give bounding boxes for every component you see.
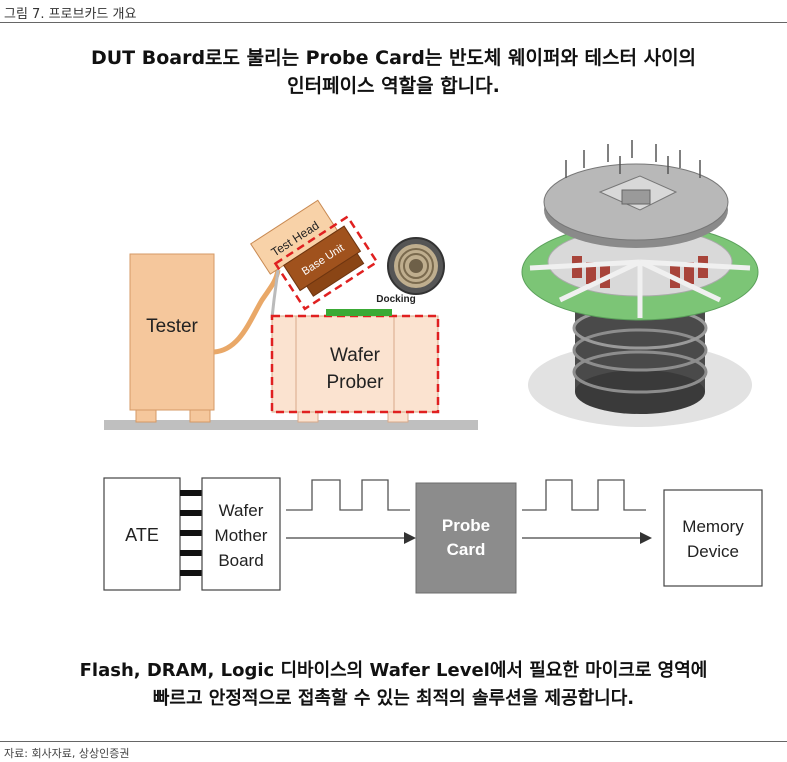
signal-flow-diagram: ATE Wafer Mother Board Probe Card Memory… xyxy=(103,477,763,594)
closeup-ring-2 xyxy=(398,248,434,284)
source-note: 자료: 회사자료, 상상인증권 xyxy=(4,747,130,760)
spoke-3 xyxy=(558,259,642,303)
connector-1 xyxy=(180,490,202,496)
spoke-2 xyxy=(639,259,751,271)
ate-box xyxy=(103,477,181,591)
tester-foot-left xyxy=(135,409,157,423)
memory-device-label-2: Device xyxy=(687,542,739,561)
test-setup-illustration: Tester Wafer Prober Docking Test Head Ba… xyxy=(104,199,478,430)
headline-line-1: DUT Board로도 불리는 Probe Card는 반도체 웨이퍼와 테스터… xyxy=(90,47,697,69)
arrow-head-2 xyxy=(640,532,652,544)
pulse-waveform-2 xyxy=(522,479,646,511)
top-divider xyxy=(0,22,787,23)
base-unit-dashed-outline xyxy=(273,215,379,311)
spring-5 xyxy=(684,262,694,284)
tester-box xyxy=(129,253,215,411)
tester-cable xyxy=(213,269,281,355)
column-ring-2 xyxy=(572,328,708,372)
memory-device-box xyxy=(663,489,763,587)
support-arm xyxy=(270,269,280,319)
arrow-head-1 xyxy=(404,532,416,544)
base-unit-lower xyxy=(306,252,365,297)
docking-label: Docking xyxy=(376,294,415,305)
closeup-center xyxy=(409,259,423,273)
probe-card-closeup xyxy=(387,237,445,295)
bottom-description: Flash, DRAM, Logic 디바이스의 Wafer Level에서 필… xyxy=(0,657,787,713)
connector-5 xyxy=(180,570,202,576)
wafer-prober-label-2: Prober xyxy=(326,372,384,393)
column-ring-1 xyxy=(572,350,708,394)
connector-2 xyxy=(180,510,202,516)
spring-2 xyxy=(586,262,596,284)
probe-card-box xyxy=(415,482,517,594)
connector-3 xyxy=(180,530,202,536)
tester-foot-right xyxy=(189,409,211,423)
pin-array xyxy=(565,140,701,178)
probe-card-render xyxy=(520,140,760,440)
connector-array xyxy=(180,490,202,576)
headline: DUT Board로도 불리는 Probe Card는 반도체 웨이퍼와 테스터… xyxy=(0,44,787,100)
spoke-array xyxy=(529,259,751,318)
docking-plate xyxy=(326,309,392,316)
closeup-ring-3 xyxy=(403,253,429,279)
probe-card-label-1: Probe xyxy=(442,516,490,535)
wmb-label-2: Mother xyxy=(215,526,268,545)
top-disc-center xyxy=(621,189,651,205)
wmb-label-3: Board xyxy=(218,551,263,570)
connector-4 xyxy=(180,550,202,556)
wmb-label-1: Wafer xyxy=(219,501,264,520)
spoke-4 xyxy=(638,259,722,303)
wafer-prober-label-1: Wafer xyxy=(330,345,381,366)
headline-line-2: 인터페이스 역할을 합니다. xyxy=(287,75,500,97)
bottom-divider xyxy=(0,741,787,742)
bottom-line-1: Flash, DRAM, Logic 디바이스의 Wafer Level에서 필… xyxy=(79,660,708,681)
spoke-1 xyxy=(529,259,641,271)
ground-bar xyxy=(104,420,478,430)
bottom-line-2: 빠르고 안정적으로 접촉할 수 있는 최적의 솔루션을 제공합니다. xyxy=(152,688,635,709)
figure-label: 그림 7. 프로브카드 개요 xyxy=(4,7,137,22)
ate-label: ATE xyxy=(125,525,159,545)
memory-device-label-1: Memory xyxy=(682,517,744,536)
probe-card-label-2: Card xyxy=(447,540,486,559)
test-head-assembly: Test Head Base Unit xyxy=(250,199,379,311)
tester-label: Tester xyxy=(146,316,198,337)
pulse-waveform-1 xyxy=(286,479,410,511)
wafer-mother-board-box xyxy=(201,477,281,591)
